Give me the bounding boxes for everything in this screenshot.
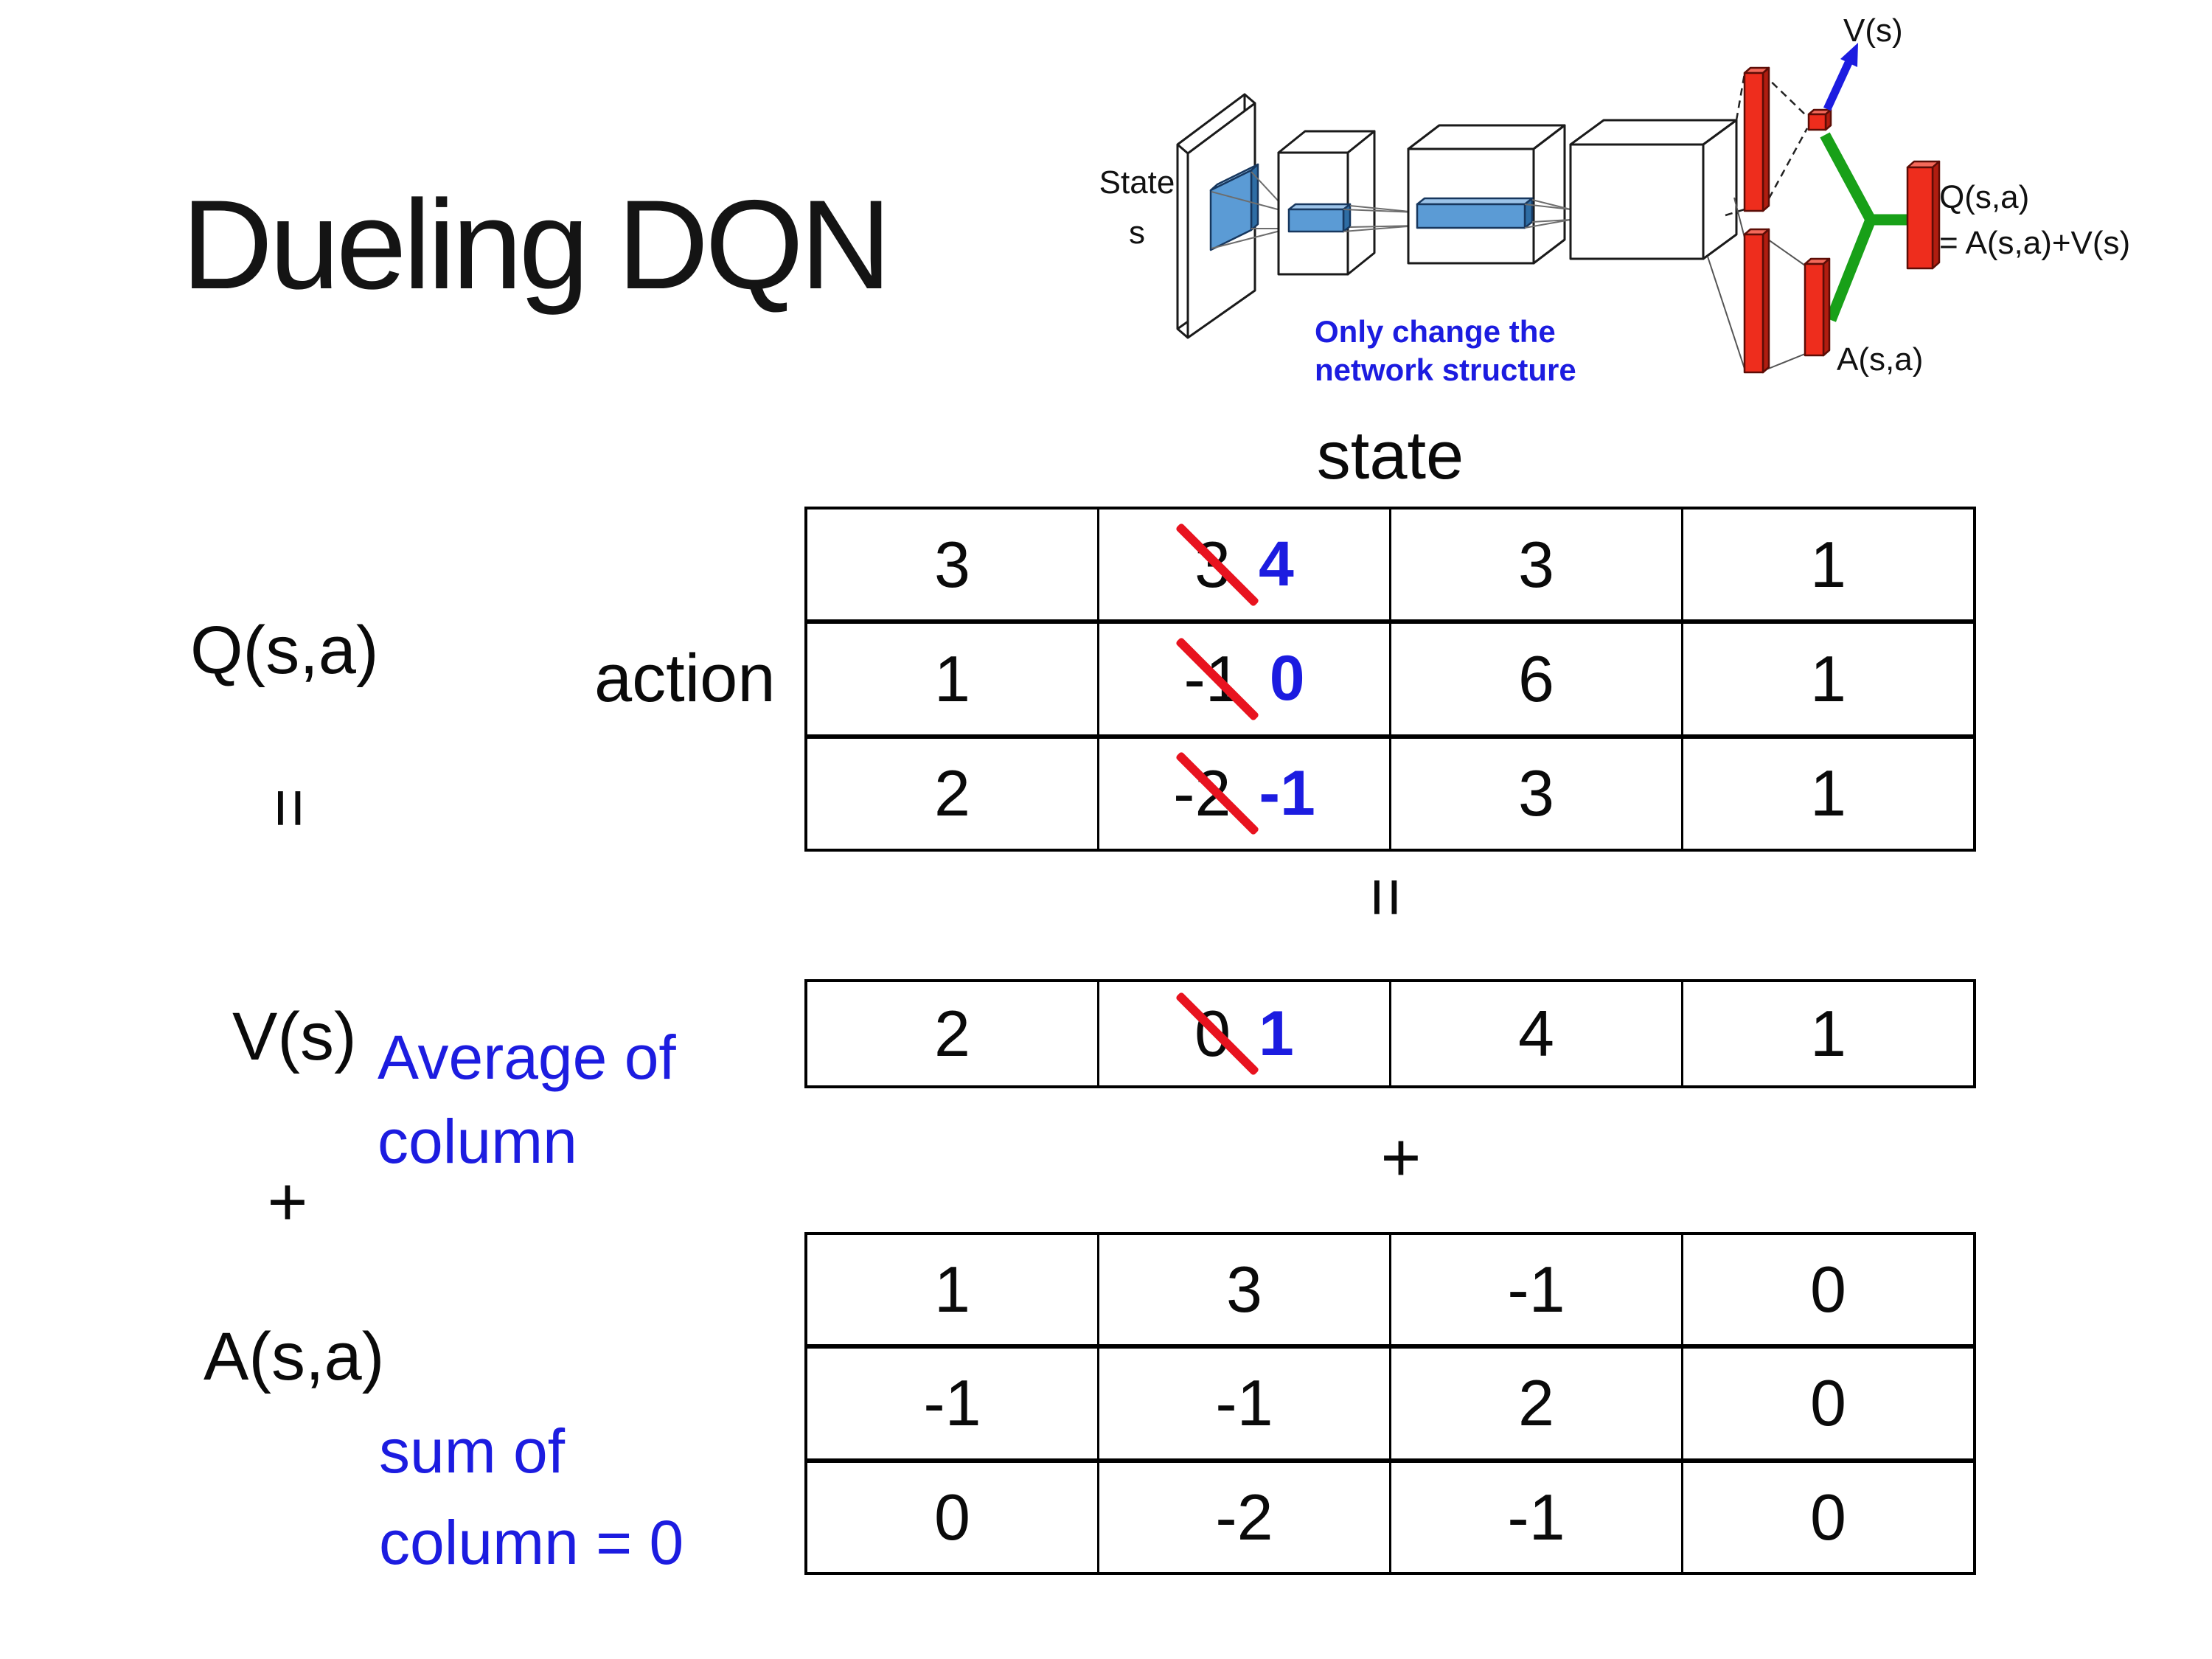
q-output-label-line2: = A(s,a)+V(s) — [1939, 225, 2130, 261]
q-output-bar — [1906, 160, 1941, 270]
value-cell: -1 — [1389, 1462, 1681, 1572]
value-cell: 4 — [1389, 982, 1681, 1085]
value-cell: 0 — [1681, 1349, 1973, 1458]
v-note-line2: column — [378, 1107, 577, 1176]
value-cell: 2 — [934, 757, 970, 830]
conv-box-1 — [1277, 130, 1376, 276]
state-input-label: State — [1099, 164, 1175, 201]
value-cell: 1 — [1681, 982, 1973, 1085]
value-cell: -1 — [1389, 1235, 1681, 1345]
plus-sign-middle: + — [1380, 1119, 1422, 1196]
table-cell: 01 — [1097, 982, 1389, 1085]
equals-sign-middle: = — [1348, 877, 1425, 918]
value-cell: -1 — [1097, 1349, 1389, 1458]
v-function-label: V(s) — [232, 999, 357, 1074]
value-cell: -1 — [923, 1366, 981, 1440]
state-axis-label: state — [1316, 418, 1464, 493]
diagram-note-line1: Only change the — [1315, 314, 1556, 349]
value-cell: 6 — [1389, 624, 1681, 734]
v-output-arrow-icon — [1823, 43, 1858, 111]
table-cell: -10 — [1097, 624, 1389, 734]
value-cell: 3 — [1389, 738, 1681, 849]
table-row: 20141 — [807, 982, 1973, 1085]
table-cell: 34 — [1097, 509, 1389, 620]
conv-filter-patch-icon — [1209, 163, 1259, 251]
value-cell: 0 — [1681, 1235, 1973, 1345]
q-function-label: Q(s,a) — [190, 613, 379, 688]
a-output-bar — [1804, 257, 1831, 357]
diagram-note-line2: network structure — [1315, 352, 1576, 387]
a-note-line1: sum of — [379, 1416, 566, 1486]
a-stream-lines — [1707, 197, 1806, 372]
value-cell: 1 — [1681, 509, 1973, 620]
feature-bar-1 — [1287, 203, 1352, 233]
v-output-label: V(s) — [1843, 13, 1903, 49]
state-input-sublabel: s — [1129, 215, 1145, 251]
value-cell: 3 — [1389, 509, 1681, 620]
table-row: 33431 — [807, 509, 1973, 620]
value-cell: 0 — [1681, 1462, 1973, 1572]
value-cell: 3 — [934, 527, 970, 601]
feature-bar-2 — [1416, 197, 1534, 229]
action-axis-label: action — [594, 641, 776, 716]
value-cell: 1 — [1681, 624, 1973, 734]
v-stream-dashed-lines — [1725, 73, 1809, 217]
conv-box-2 — [1407, 124, 1566, 265]
a-stream-hidden-bar — [1743, 228, 1770, 374]
page-title: Dueling DQN — [181, 174, 891, 316]
replacement-value: -1 — [1259, 757, 1315, 829]
value-cell: 0 — [934, 1480, 970, 1554]
v-stream-hidden-bar — [1743, 66, 1770, 212]
table-cell: -2-1 — [1097, 738, 1389, 849]
value-cell: 1 — [1681, 738, 1973, 849]
replacement-value: 1 — [1259, 998, 1294, 1069]
value-cell: -2 — [1097, 1462, 1389, 1572]
conv-box-3 — [1569, 119, 1738, 260]
v-note-line1: Average of — [378, 1023, 676, 1092]
conv-cone-lines-3 — [1524, 199, 1571, 229]
replacement-value: 0 — [1269, 643, 1305, 714]
combine-streams-connector — [1820, 132, 1908, 322]
value-cell: 2 — [934, 997, 970, 1070]
replacement-value: 4 — [1259, 529, 1294, 600]
a-note-line2: column = 0 — [379, 1508, 684, 1577]
value-cell: 2 — [1389, 1349, 1681, 1458]
a-function-label: A(s,a) — [204, 1319, 385, 1394]
value-cell: 1 — [934, 641, 970, 715]
equals-sign-left: = — [251, 787, 329, 829]
conv-cone-lines-2 — [1343, 205, 1418, 232]
network-architecture-diagram: State s — [1099, 13, 2131, 387]
q-output-label-line1: Q(s,a) — [1939, 179, 2029, 215]
value-cell: 3 — [1097, 1235, 1389, 1345]
a-output-label: A(s,a) — [1837, 341, 1923, 378]
v-scalar-node — [1807, 108, 1832, 131]
plus-sign-left: + — [267, 1163, 308, 1240]
value-cell: 1 — [934, 1253, 970, 1326]
v-values-table: 20141 — [804, 979, 1976, 1088]
